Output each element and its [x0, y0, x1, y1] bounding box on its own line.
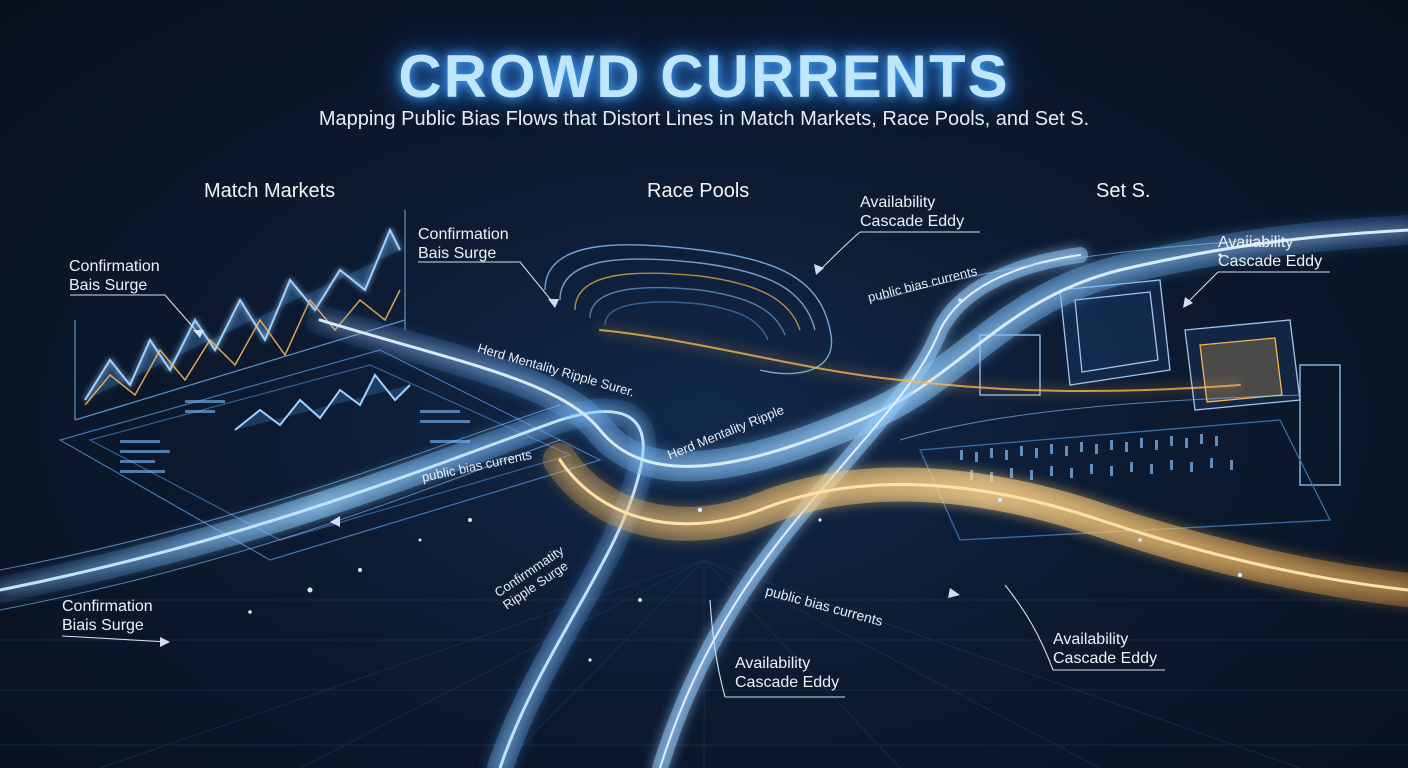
leader-lines: [61, 231, 1330, 698]
gold-current-main: [543, 329, 1408, 607]
set-s-stage: [919, 279, 1341, 541]
match-markets-chart: [84, 227, 470, 473]
annotation-availability-top-center: Availability Cascade Eddy: [860, 194, 965, 230]
section-label-set-s: Set S.: [1096, 180, 1151, 202]
section-label-match-markets: Match Markets: [204, 180, 336, 202]
annotation-confirmation-bottom-left: Confirmation Biais Surge: [62, 598, 153, 634]
annotation-confirmation-center-top: Confirmation Bais Surge: [418, 226, 509, 262]
annotation-confirmation-top-left: Confirmation Bais Surge: [69, 258, 160, 294]
floor-grid: [0, 559, 1408, 768]
race-pools-track: [544, 244, 833, 375]
flow-thin-lines: [0, 239, 1301, 611]
page-subtitle: Mapping Public Bias Flows that Distort L…: [318, 108, 1090, 130]
set-s-crowd: [960, 434, 1233, 482]
arrowheads: [160, 264, 1193, 647]
sparkle-particles: [248, 253, 1243, 662]
blue-current-main: [0, 215, 1408, 768]
section-label-race-pools: Race Pools: [647, 180, 750, 202]
annotation-availability-bottom-right: Availability Cascade Eddy: [1053, 631, 1158, 667]
page-title: CROWD CURRENTS: [398, 43, 1010, 110]
annotation-availability-top-right: Avaiiability Cascade Eddy: [1218, 234, 1323, 270]
annotation-availability-bottom-center: Availability Cascade Eddy: [735, 655, 840, 691]
